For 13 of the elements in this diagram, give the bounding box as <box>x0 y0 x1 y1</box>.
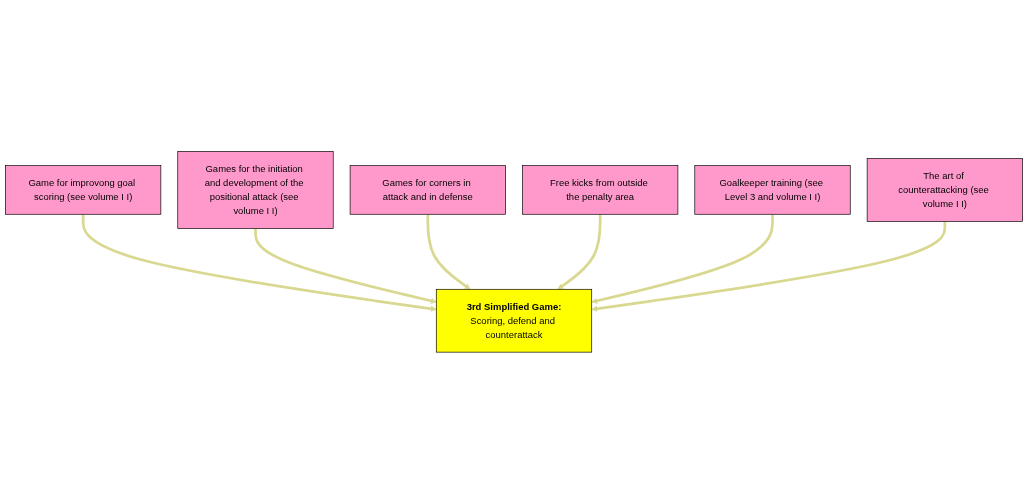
arrow <box>81 214 437 312</box>
arrow <box>254 228 437 304</box>
node-box: The art of counterattacking (see volume I I) <box>866 157 1023 222</box>
node-box: Game for improvong goal scoring (see volume I I) <box>5 165 162 215</box>
arrow <box>557 214 602 290</box>
arrow <box>426 214 471 290</box>
node-box: Free kicks from outside the penalty area <box>522 165 679 215</box>
arrow <box>591 221 947 312</box>
node-box: Goalkeeper training (see Level 3 and volume I I) <box>694 165 851 215</box>
node-box: 3rd Simplified Game: Scoring, defend and counterattack <box>435 288 593 353</box>
arrow <box>591 214 774 304</box>
node-box: Games for corners in attack and in defense <box>349 165 506 215</box>
node-box: Games for the initiation and development of the positional attack (see volume I I) <box>177 150 334 229</box>
